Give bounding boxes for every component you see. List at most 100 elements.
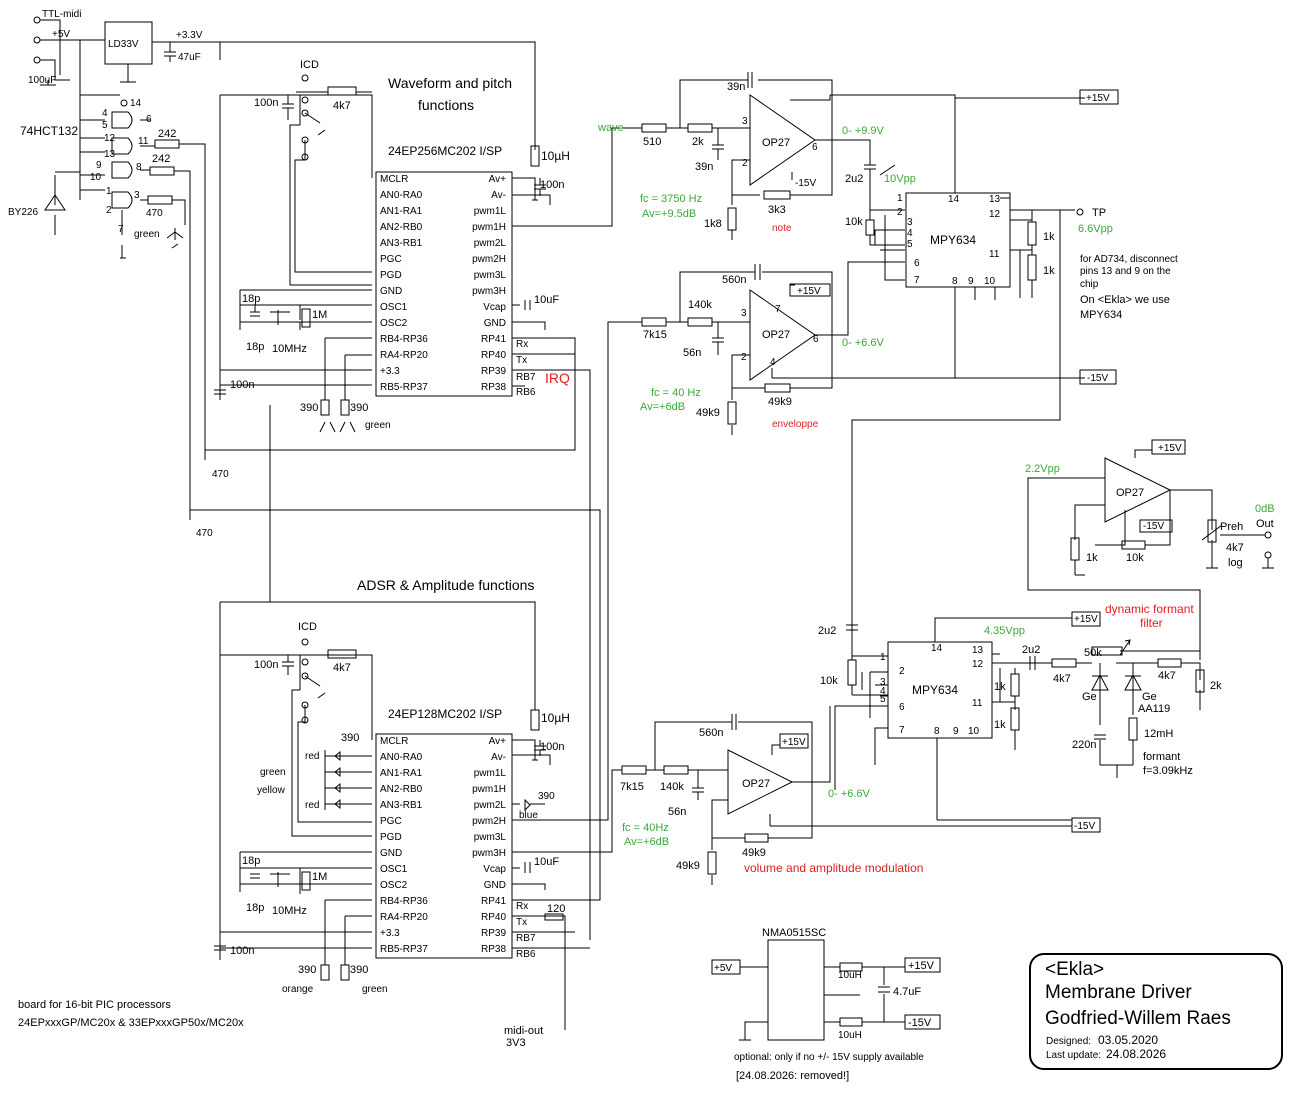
mpy634-upper-section: MPY634 2u2 10Vpp 10k TP 6.6Vpp 1k 1k 1 2… xyxy=(845,164,1178,630)
upper-right-pins: Av+ Av- pwm1L pwm1H pwm2L pwm2H pwm3L pw… xyxy=(472,174,506,393)
amplitude-label: 2.2Vpp xyxy=(1025,463,1060,475)
pin-label: 14 xyxy=(948,194,960,205)
pin-label: 4 xyxy=(880,686,886,697)
pin-label: pwm2L xyxy=(474,238,507,249)
hct132-label: 74HCT132 xyxy=(20,124,78,138)
pin-label: RA4-RP20 xyxy=(380,912,428,923)
cap-label: 100n xyxy=(254,659,278,671)
c100uf-label: 100uF xyxy=(28,75,56,86)
mpy2-body xyxy=(887,641,993,739)
resistor-label: 49k9 xyxy=(742,847,766,859)
pin-label: pwm3H xyxy=(472,848,506,859)
pin-label: AN2-RB0 xyxy=(380,222,423,233)
lower-right-pins: Av+ Av- pwm1L pwm1H pwm2L pwm2H pwm3L pw… xyxy=(472,736,506,955)
resistor-label: 10k xyxy=(845,216,863,228)
pin-label: 6 xyxy=(146,114,152,125)
pin-label: 12 xyxy=(972,659,984,670)
pin-label: 9 xyxy=(953,726,959,737)
resistor-label: 7k15 xyxy=(643,329,667,341)
pin-label: 10 xyxy=(90,172,102,183)
rail-label: -15V xyxy=(1087,373,1108,384)
mpy634-lower-section: MPY634 2u2 10k +15V 4.35Vpp dynamic form… xyxy=(818,590,1222,833)
dcdc-body xyxy=(767,939,825,1041)
rail-label: +15V xyxy=(782,737,806,748)
pin-label: pwm1H xyxy=(472,784,506,795)
pin-label: RP39 xyxy=(481,928,506,939)
led-label: green xyxy=(365,420,391,431)
resistor-label: 390 xyxy=(538,791,555,802)
lower-pic-section: ADSR & Amplitude functions ICD 100n 4k7 … xyxy=(18,321,642,1049)
diode-label: AA119 xyxy=(1138,703,1170,715)
pin-label: 14 xyxy=(931,643,943,654)
inductor-label: 10µH xyxy=(541,149,570,163)
pin-label: pwm1H xyxy=(472,222,506,233)
pin-label: 3 xyxy=(742,116,748,127)
pin-label: RB4-RP36 xyxy=(380,334,428,345)
amplitude-label: 6.6Vpp xyxy=(1078,223,1113,235)
pin-label: 10 xyxy=(968,726,980,737)
cap-label: 2u2 xyxy=(818,625,836,637)
wave-filter-section: 39n wave 510 2k 39n OP27 3 2 6 -15V 3k3 … xyxy=(597,72,1119,240)
last-update-date: 24.08.2026 xyxy=(1106,1047,1166,1061)
note-text: On <Ekla> we use xyxy=(1080,294,1170,306)
pin-label: MCLR xyxy=(380,174,408,185)
pin-label: RB6 xyxy=(516,949,536,960)
pin-label: Tx xyxy=(516,355,527,366)
pin-label: PGD xyxy=(380,832,402,843)
ld33v-label: LD33V xyxy=(108,39,139,50)
pin-label: RP39 xyxy=(481,366,506,377)
ttl-midi-label: TTL-midi xyxy=(42,9,81,20)
pin-label: 11 xyxy=(138,136,149,147)
lower-left-pins: MCLR AN0-RA0 AN1-RA1 AN2-RB0 AN3-RB1 PGC… xyxy=(380,736,428,955)
pin-label: AN1-RA1 xyxy=(380,206,423,217)
pin-label: 2 xyxy=(741,352,747,363)
pin-label: 4 xyxy=(907,228,913,239)
level-label: 0dB xyxy=(1255,503,1275,515)
volume-filter-section: 560n +15V 7k15 140k 56n OP27 fc = 40Hz A… xyxy=(620,706,1072,885)
formant-filter-label: dynamic formant xyxy=(1105,602,1194,616)
pin-label: RP38 xyxy=(481,382,506,393)
pin-label: 9 xyxy=(968,276,974,287)
resistor-label: 49k9 xyxy=(768,396,792,408)
cap-label: 56n xyxy=(683,347,701,359)
pin-label: 11 xyxy=(972,698,983,709)
board-note-2: 24EPxxxGP/MC20x & 33EPxxxGP50x/MC20x xyxy=(18,1017,244,1029)
pin-label: 5 xyxy=(102,120,108,131)
pot-label: 50k xyxy=(1084,647,1102,659)
pin-label: Rx xyxy=(516,901,528,912)
pin-label: 1 xyxy=(897,193,903,204)
pin-label: pwm2H xyxy=(472,254,506,265)
amplitude-label: 4.35Vpp xyxy=(984,625,1025,637)
lower-chip-body xyxy=(375,733,513,959)
pin-label: 6 xyxy=(812,142,818,153)
by226-label: BY226 xyxy=(8,207,38,218)
amplitude-label: 10Vpp xyxy=(884,173,916,185)
pin-label: PGC xyxy=(380,254,402,265)
cap-label: 56n xyxy=(668,806,686,818)
pin-label: 14 xyxy=(130,98,142,109)
title-membrane-driver: Membrane Driver xyxy=(1045,982,1192,1003)
rail-label: +5V xyxy=(714,963,732,974)
c47uf-label: 47uF xyxy=(178,52,201,63)
dcdc-section: NMA0515SC +5V 10uH 10uH +15V -15V 4.7uF … xyxy=(711,927,941,1082)
pin-label: RP41 xyxy=(481,334,506,345)
resistor-label: 140k xyxy=(688,299,712,311)
pin-label: 13 xyxy=(989,194,1001,205)
pin-label: 12 xyxy=(989,209,1001,220)
cap-label: 2u2 xyxy=(1022,644,1040,656)
pin-label: Vcap xyxy=(483,302,506,313)
cap-label: 18p xyxy=(242,855,260,867)
pin-label: RA4-RP20 xyxy=(380,350,428,361)
inductor-label: 10uH xyxy=(838,970,862,981)
mpy1-pin-labels: 1 2 3 4 5 6 7 14 13 12 11 8 9 10 xyxy=(897,193,1001,287)
envelope-label: enveloppe xyxy=(772,419,819,430)
icd-label: ICD xyxy=(300,59,319,71)
fc-label: fc = 40Hz xyxy=(622,822,669,834)
resistor-label: 1k xyxy=(994,719,1006,731)
pin-label: OSC1 xyxy=(380,864,408,875)
opamp-label: OP27 xyxy=(762,329,790,341)
mpy1-body xyxy=(905,192,1011,288)
output-range-label: 0- +9.9V xyxy=(842,125,885,137)
rail-label: +15V xyxy=(908,960,935,972)
resistor-label: 2k xyxy=(692,136,704,148)
